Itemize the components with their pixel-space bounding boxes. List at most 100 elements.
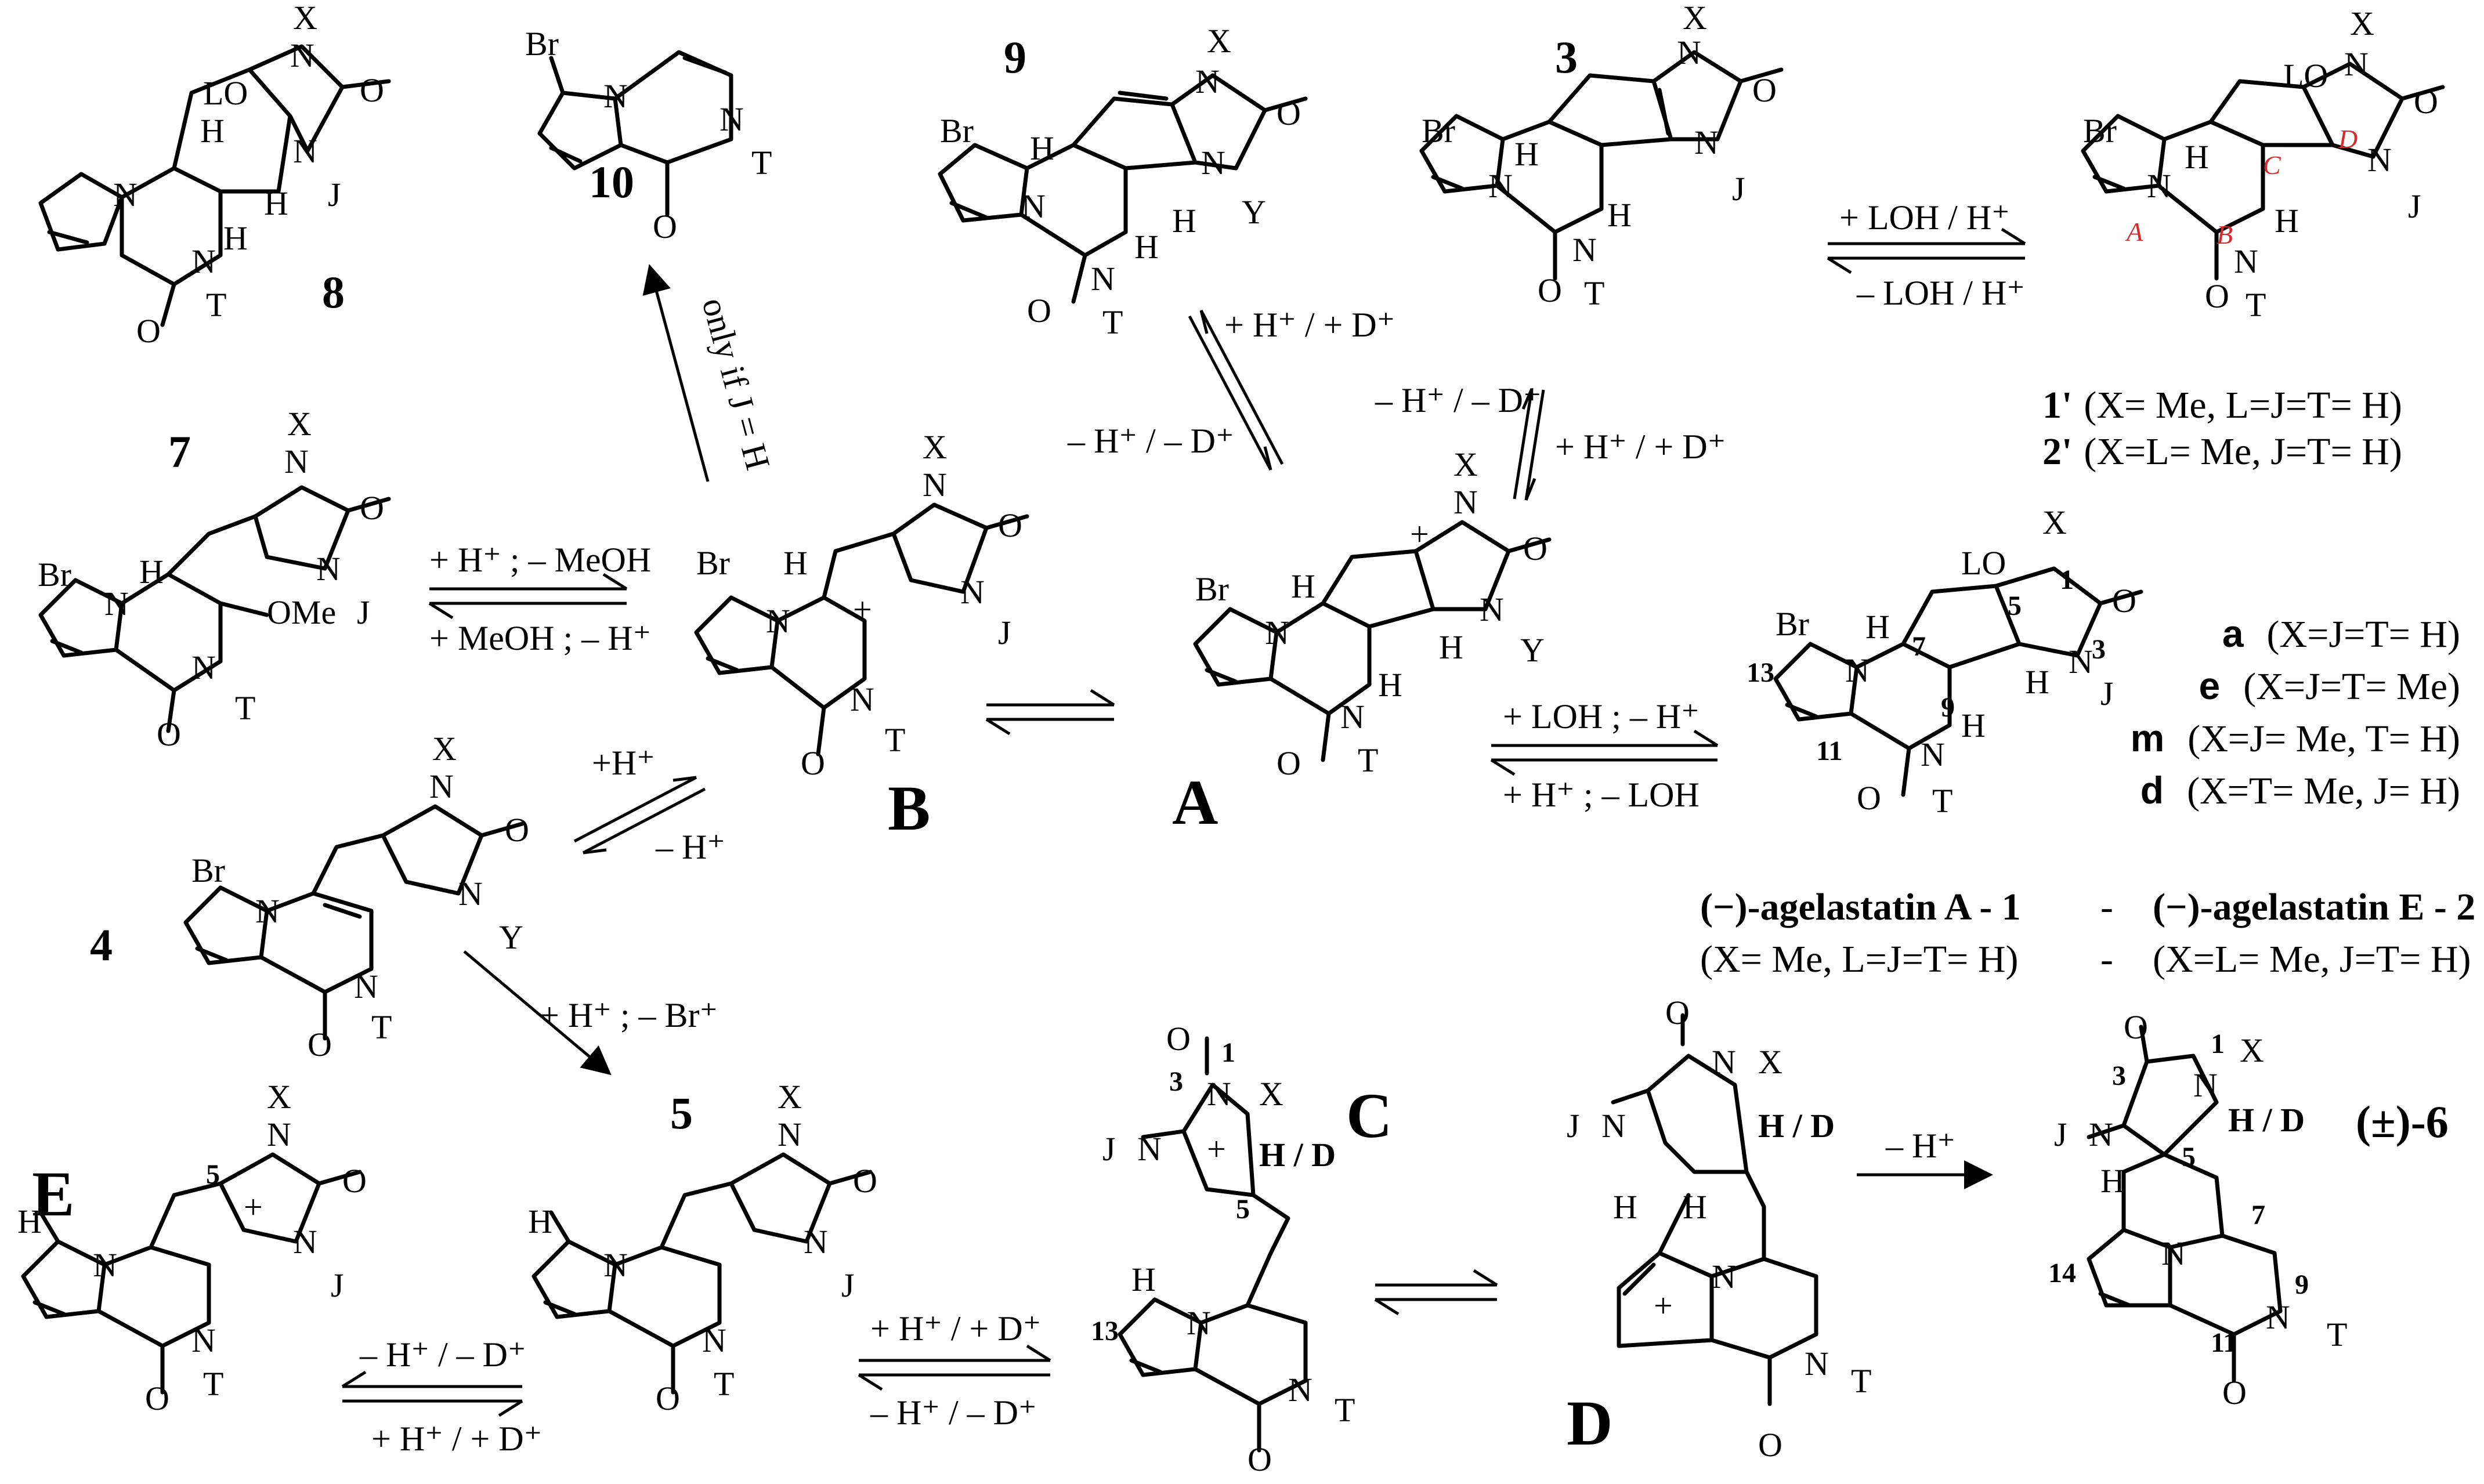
compound-label-C: C xyxy=(1346,1080,1392,1151)
t-group: T xyxy=(371,1008,392,1046)
condition-label: + H⁺ ; – LOH xyxy=(1503,776,1700,814)
n-atom: N xyxy=(1712,1043,1736,1081)
n-atom: N xyxy=(2234,242,2258,280)
n-atom: N xyxy=(603,1246,628,1284)
condition-label: + H⁺ / + D⁺ xyxy=(371,1420,542,1458)
legend-desc: (X=J=T= Me) xyxy=(2243,665,2460,708)
condition-label: – H⁺ / – D⁺ xyxy=(870,1393,1037,1432)
br-atom: Br xyxy=(2083,112,2117,150)
o-atom: O xyxy=(1277,95,1301,132)
compound-D: D O N X J N H / D H H + N N T O xyxy=(1567,994,1871,1464)
svg-text:d(X=T= Me, J= H): d(X=T= Me, J= H) xyxy=(2140,769,2460,812)
o-atom: O xyxy=(1248,1440,1272,1478)
h-atom: H xyxy=(1514,135,1539,173)
h-atom: H xyxy=(2185,138,2209,176)
o-atom: O xyxy=(157,715,181,753)
o-atom: O xyxy=(1857,779,1881,817)
n-atom: N xyxy=(2193,1066,2218,1104)
o-atom: O xyxy=(853,1162,877,1200)
substituent-legend: a(X=J=T= H) e(X=J=T= Me) m(X=J= Me, T= H… xyxy=(2131,612,2460,812)
x-group: X xyxy=(1207,22,1231,60)
h-atom: H xyxy=(200,112,225,150)
lo-group: LO xyxy=(2283,57,2328,95)
svg-text:m(X=J= Me, T= H): m(X=J= Me, T= H) xyxy=(2131,716,2460,760)
n-atom: N xyxy=(2266,1298,2290,1336)
n-atom: N xyxy=(1712,1258,1736,1295)
n-atom: N xyxy=(1195,63,1220,100)
h-d-label: H / D xyxy=(1758,1107,1835,1145)
br-atom: Br xyxy=(1195,570,1229,608)
t-group: T xyxy=(1102,303,1123,341)
y-group: Y xyxy=(499,918,523,956)
variant-list: 1'(X= Me, L=J=T= H) 2'(X=L= Me, J=T= H) xyxy=(2042,384,2402,473)
atom-number-3: 3 xyxy=(2112,1060,2126,1091)
n-atom: N xyxy=(1021,187,1046,225)
h-d-label: H / D xyxy=(2228,1101,2305,1139)
o-atom: O xyxy=(1665,994,1690,1031)
ring-label-b: B xyxy=(2217,220,2233,249)
condition-label: + H⁺ ; – Br⁺ xyxy=(540,996,718,1034)
br-atom: Br xyxy=(1422,112,1455,150)
n-atom: N xyxy=(255,892,280,930)
o-atom: O xyxy=(342,1162,367,1200)
j-group: J xyxy=(331,1266,344,1304)
t-group: T xyxy=(1358,741,1378,779)
o-atom: O xyxy=(2414,83,2438,121)
y-group: Y xyxy=(1520,631,1545,669)
n-atom: N xyxy=(1572,231,1597,269)
compound-4: 4 Br N N X O N Y N T O xyxy=(90,730,529,1063)
n-atom: N xyxy=(923,466,947,504)
j-group: J xyxy=(2408,187,2421,225)
agelastatin-e-name: (−)-agelastatin E - 2 xyxy=(2153,886,2475,928)
compound-label-7: 7 xyxy=(168,426,191,477)
condition-label: + MeOH ; – H⁺ xyxy=(429,619,651,657)
h-atom: H xyxy=(2100,1162,2125,1200)
atom-number-11: 11 xyxy=(2211,1327,2237,1358)
arrow-A-to-agelastatin: + LOH ; – H⁺ + H⁺ ; – LOH xyxy=(1490,697,1719,814)
t-group: T xyxy=(2246,286,2266,324)
n-atom: N xyxy=(93,1246,117,1284)
br-atom: Br xyxy=(525,25,559,63)
variant-2-label: 2' xyxy=(2042,430,2072,473)
arrow-5-to-C: + H⁺ / + D⁺ – H⁺ / – D⁺ xyxy=(858,1309,1051,1432)
atom-number-5: 5 xyxy=(2008,591,2022,621)
n-atom: N xyxy=(1845,651,1870,689)
n-atom: N xyxy=(850,681,874,718)
o-atom: O xyxy=(2222,1374,2247,1411)
compound-label-4: 4 xyxy=(90,920,113,970)
n-atom: N xyxy=(1805,1345,1829,1382)
o-atom: O xyxy=(2205,277,2229,315)
j-group: J xyxy=(2100,675,2114,712)
compound-9: 9 Br H N N X O N Y H H N T O xyxy=(938,22,1308,341)
n-atom: N xyxy=(960,573,985,611)
compound-label-6: (±)-6 xyxy=(2356,1096,2449,1147)
plus-charge: + xyxy=(853,591,872,628)
h-atom: H xyxy=(1961,707,1986,744)
n-atom: N xyxy=(284,443,309,480)
n-atom: N xyxy=(1207,1075,1231,1113)
j-group: J xyxy=(841,1266,855,1304)
atom-number-14: 14 xyxy=(2048,1258,2076,1288)
n-atom: N xyxy=(2344,45,2369,83)
n-atom: N xyxy=(1480,591,1504,628)
condition-label: + H⁺ / + D⁺ xyxy=(1224,306,1395,344)
o-atom: O xyxy=(505,811,529,849)
atom-number-1: 1 xyxy=(1221,1037,1235,1068)
n-atom: N xyxy=(766,602,790,640)
condition-label: + H⁺ ; – MeOH xyxy=(429,541,651,579)
j-group: J xyxy=(2054,1116,2067,1153)
atom-number-11: 11 xyxy=(1816,736,1842,766)
arrow-7-to-B: + H⁺ ; – MeOH + MeOH ; – H⁺ xyxy=(428,541,651,657)
n-atom: N xyxy=(1488,167,1513,205)
variant-1-label: 1' xyxy=(2042,384,2072,426)
t-group: T xyxy=(2327,1316,2347,1353)
atom-number-1: 1 xyxy=(2211,1029,2225,1059)
compound-label-3: 3 xyxy=(1555,32,1578,82)
x-group: X xyxy=(287,405,312,443)
j-group: J xyxy=(328,176,341,213)
h-atom: H xyxy=(1439,628,1463,666)
atom-number-5: 5 xyxy=(206,1159,220,1190)
h-atom: H xyxy=(139,553,164,591)
arrow-9-to-A: + H⁺ / + D⁺ – H⁺ / – D⁺ xyxy=(1067,306,1395,471)
svg-text:e(X=J=T= Me): e(X=J=T= Me) xyxy=(2199,664,2460,708)
